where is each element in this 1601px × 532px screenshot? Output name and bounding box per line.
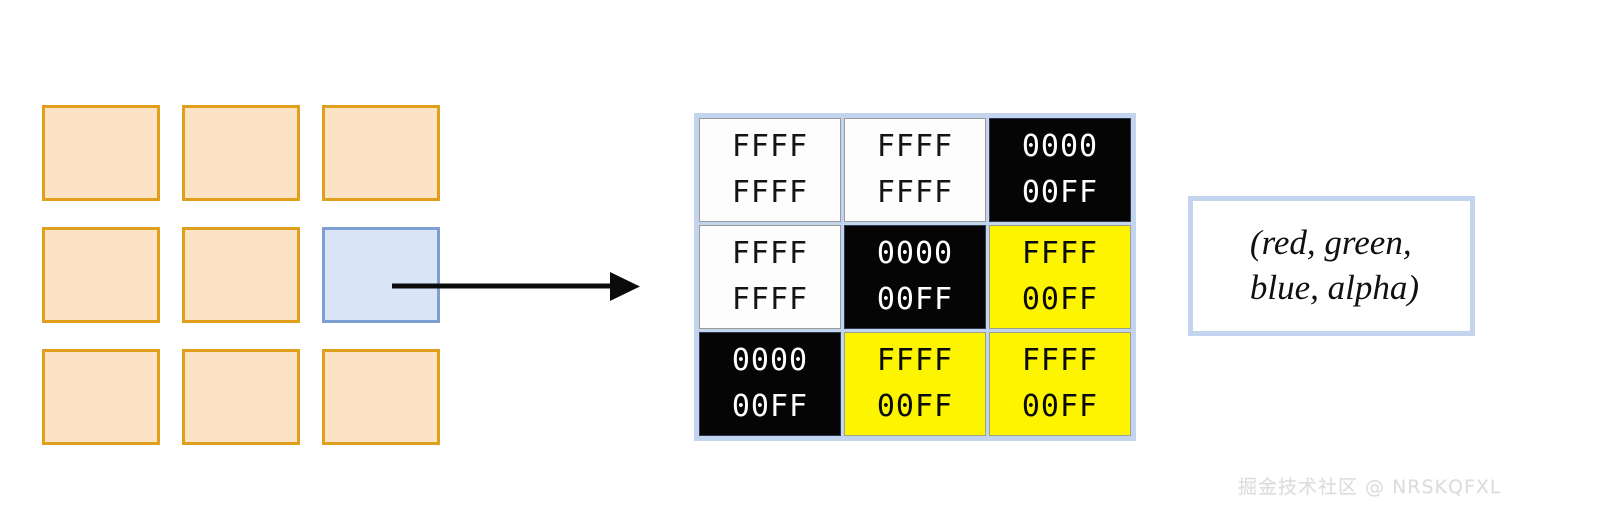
- value-cell-r1c2-line2: FFFF: [876, 175, 954, 210]
- value-cell-r3c1-line2: 00FF: [731, 389, 809, 424]
- value-cell-r2c2-line2: 00FF: [876, 282, 954, 317]
- pixel-grid-left: [42, 105, 440, 445]
- left-grid-cell-r3c1[interactable]: [42, 349, 160, 445]
- value-cell-r3c3-line1: FFFF: [1021, 343, 1099, 379]
- value-cell-r1c1[interactable]: FFFF FFFF: [699, 118, 841, 222]
- value-cell-r1c2-line1: FFFF: [876, 129, 954, 165]
- pixel-grid-right: FFFF FFFF FFFF FFFF 0000 00FF FFFF FFFF …: [694, 113, 1136, 441]
- left-grid-cell-r1c2[interactable]: [182, 105, 300, 201]
- value-cell-r1c3-line1: 0000: [1021, 129, 1099, 165]
- value-cell-r2c1-line1: FFFF: [731, 236, 809, 272]
- left-grid-cell-r2c3-highlighted[interactable]: [322, 227, 440, 323]
- value-cell-r2c2-line1: 0000: [876, 236, 954, 272]
- value-cell-r1c1-line2: FFFF: [731, 175, 809, 210]
- value-cell-r1c3[interactable]: 0000 00FF: [989, 118, 1131, 222]
- legend-box: (red, green, blue, alpha): [1188, 196, 1475, 336]
- value-cell-r3c1-line1: 0000: [731, 343, 809, 379]
- legend-label: (red, green, blue, alpha): [1249, 223, 1420, 307]
- value-cell-r1c3-line2: 00FF: [1021, 175, 1099, 210]
- value-cell-r1c2[interactable]: FFFF FFFF: [844, 118, 986, 222]
- watermark-text: 掘金技术社区 @ NRSKQFXL: [1238, 476, 1502, 498]
- value-cell-r2c1[interactable]: FFFF FFFF: [699, 225, 841, 329]
- value-cell-r1c1-line1: FFFF: [731, 129, 809, 165]
- value-cell-r3c3[interactable]: FFFF 00FF: [989, 332, 1131, 436]
- value-cell-r2c1-line2: FFFF: [731, 282, 809, 317]
- value-cell-r3c2-line2: 00FF: [876, 389, 954, 424]
- left-grid-cell-r3c2[interactable]: [182, 349, 300, 445]
- left-grid-cell-r2c2[interactable]: [182, 227, 300, 323]
- value-cell-r2c3-line1: FFFF: [1021, 236, 1099, 272]
- value-cell-r3c3-line2: 00FF: [1021, 389, 1099, 424]
- value-cell-r2c3-line2: 00FF: [1021, 282, 1099, 317]
- left-grid-cell-r3c3[interactable]: [322, 349, 440, 445]
- value-cell-r2c2[interactable]: 0000 00FF: [844, 225, 986, 329]
- flow-arrow-icon: [392, 272, 640, 301]
- left-grid-cell-r2c1[interactable]: [42, 227, 160, 323]
- value-cell-r2c3[interactable]: FFFF 00FF: [989, 225, 1131, 329]
- left-grid-cell-r1c1[interactable]: [42, 105, 160, 201]
- value-cell-r3c1[interactable]: 0000 00FF: [699, 332, 841, 436]
- value-cell-r3c2-line1: FFFF: [876, 343, 954, 379]
- value-cell-r3c2[interactable]: FFFF 00FF: [844, 332, 986, 436]
- left-grid-cell-r1c3[interactable]: [322, 105, 440, 201]
